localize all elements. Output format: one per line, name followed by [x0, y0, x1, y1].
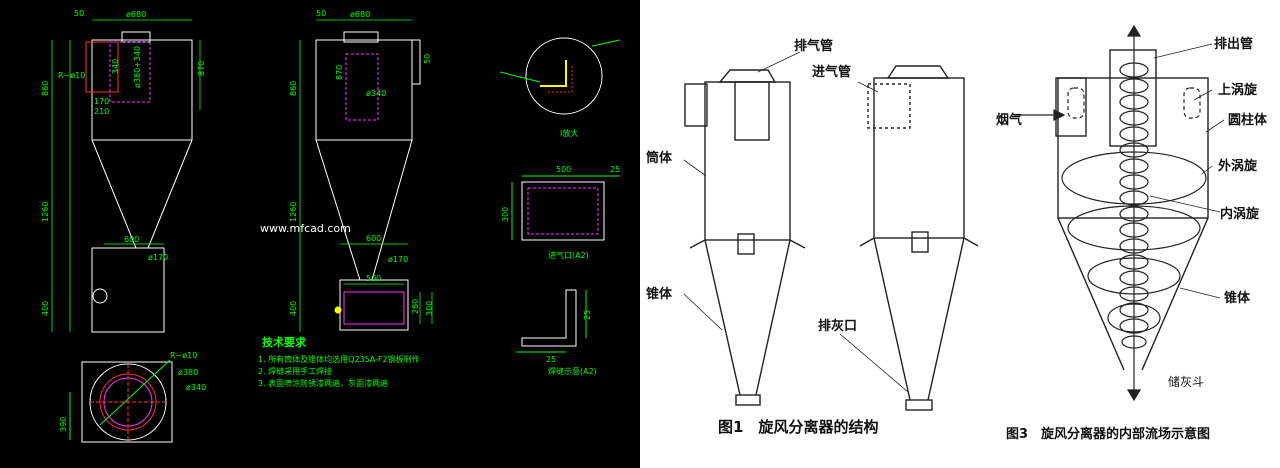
fig3-flow	[1014, 24, 1207, 402]
cad-dim-380-340: ø380+340	[133, 46, 142, 88]
cad-dim-170-a: ø170	[148, 253, 168, 262]
cad-dim-300: 300	[425, 301, 434, 316]
cad-plan-view	[69, 359, 173, 443]
fig3-label-upper-vortex: 上涡旋	[1218, 82, 1258, 98]
fig1-label-body: 筒体	[646, 150, 673, 166]
cad-dim-400: 400	[41, 301, 50, 316]
fig1-cyclone-left	[684, 69, 806, 406]
cad-dim-210: 210	[94, 107, 109, 116]
fig1-label-inlet: 进气管	[812, 64, 851, 80]
cad-dim-300b: 300	[501, 207, 510, 222]
fig3-label-smoke: 烟气	[996, 112, 1022, 128]
fig3-label-outlet: 排出管	[1214, 36, 1253, 52]
cad-dim-870: 870	[197, 61, 206, 76]
cad-dim-1260-b: 1260	[289, 202, 298, 222]
cad-drawing: ø680 50 870 860 1260 400 600 ø170 340 ø3…	[41, 9, 621, 443]
cad-dim-170: 170	[94, 97, 109, 106]
cad-dim-25a: 25	[610, 165, 620, 174]
cad-dim-50-a: 50	[74, 9, 84, 18]
cad-dim-860-b: 860	[289, 81, 298, 96]
cad-dim-340: 340	[111, 59, 120, 74]
fig3-cyclone	[1055, 49, 1209, 371]
cad-dim-r10: R~ø10	[58, 71, 85, 80]
cad-dim-600-b: 600	[366, 234, 381, 243]
cad-tech-title: 技术要求	[262, 335, 307, 349]
cad-dim-280: 280	[411, 299, 420, 314]
cad-detail-caption-3: 焊缝示意(A2)	[548, 366, 597, 376]
fig3-label-inner-vortex: 内涡旋	[1220, 206, 1260, 222]
cad-drawing-panel: ø680 50 870 860 1260 400 600 ø170 340 ø3…	[0, 0, 640, 468]
cad-dim-1260: 1260	[41, 202, 50, 222]
cad-dim-870-b: 870	[335, 65, 344, 80]
cad-detail-caption-1: I放大	[560, 128, 578, 138]
cad-watermark: www.mfcad.com	[260, 222, 351, 235]
cad-dim-340b: ø340	[366, 89, 386, 98]
cad-dim-500: 500	[366, 274, 381, 283]
fig1-label-cone: 锥体	[646, 286, 673, 302]
cad-detail-inlet	[511, 175, 620, 241]
fig3-label-outer-vortex: 外涡旋	[1217, 158, 1258, 174]
reference-figures: 排气管 进气管 筒体 锥体 排灰口 图1 旋风分离器的结构	[646, 24, 1268, 442]
fig1-label-exhaust: 排气管	[794, 38, 833, 54]
cad-dim-860: 860	[41, 81, 50, 96]
cad-detail-weld	[516, 289, 587, 353]
fig3-label-cylinder: 圆柱体	[1228, 112, 1268, 128]
fig3-caption: 图3 旋风分离器的内部流场示意图	[1006, 426, 1210, 442]
fig3-leaders	[1149, 43, 1225, 299]
fig1-leaders	[683, 51, 909, 393]
cad-tech-item-2: 2. 焊缝采用手工焊接	[258, 366, 332, 376]
cad-detail-circle	[499, 37, 621, 115]
cad-dim-600-a: 600	[124, 235, 139, 244]
cad-side-dims	[299, 19, 433, 332]
cad-dim-50-side: 50	[423, 54, 432, 64]
cad-dim-340c: ø340	[186, 383, 206, 392]
cad-front-view	[85, 31, 193, 333]
cad-detail-caption-2: 进气口(A2)	[548, 250, 589, 260]
cad-dim-680-a: ø680	[126, 10, 146, 19]
cad-side-view	[315, 31, 421, 331]
cad-dim-170-b: ø170	[388, 255, 408, 264]
cad-dim-390: 390	[59, 417, 68, 432]
cad-dim-400-b: 400	[289, 301, 298, 316]
fig3-label-hopper: 储灰斗	[1168, 374, 1204, 389]
cad-dim-25b: 25	[546, 355, 556, 364]
cad-dim-r10b: R~ø10	[170, 351, 197, 360]
cad-dim-380: ø380	[178, 368, 198, 377]
cad-dim-50-b: 50	[316, 9, 326, 18]
fig1-cyclone-right	[859, 65, 979, 411]
cad-front-dims	[51, 19, 201, 332]
cad-tech-item-1: 1. 所有筒体及锥体均选用Q235A-F2钢板制作	[258, 354, 420, 364]
cad-dim-680-b: ø680	[350, 10, 370, 19]
fig3-label-cone: 锥体	[1224, 290, 1251, 306]
cad-dim-500b: 500	[556, 165, 571, 174]
reference-figures-panel: 排气管 进气管 筒体 锥体 排灰口 图1 旋风分离器的结构	[640, 0, 1280, 468]
fig1-caption: 图1 旋风分离器的结构	[718, 418, 878, 436]
fig1-label-ash: 排灰口	[818, 318, 857, 334]
cad-dim-25c: 25	[583, 310, 592, 320]
cad-tech-item-3: 3. 表面喷涂防锈漆两遍，灰面漆两遍	[258, 378, 388, 388]
